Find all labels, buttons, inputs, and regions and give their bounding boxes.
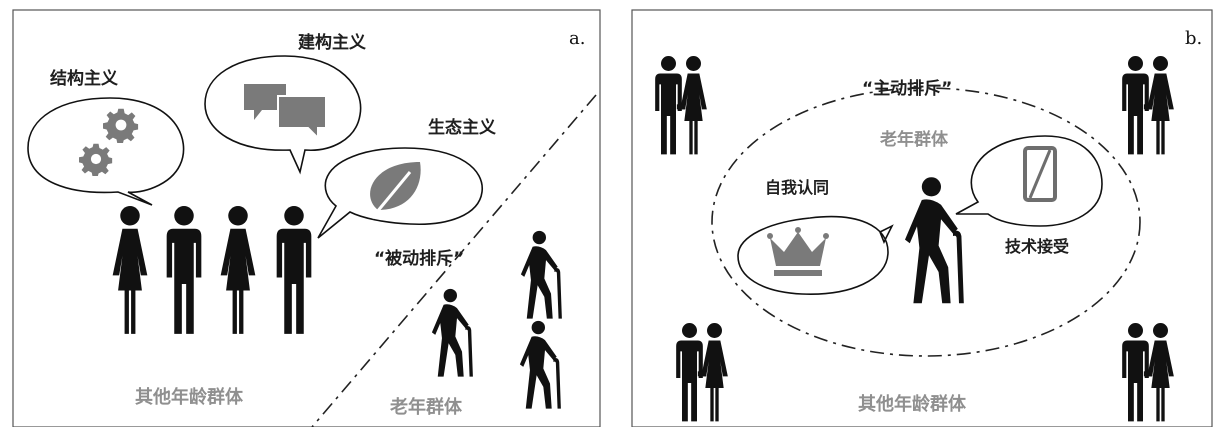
bubble-ecologism: 生态主义	[317, 117, 496, 239]
crossed-phone-icon	[1023, 146, 1057, 202]
elderly-group-boundary	[711, 87, 1141, 357]
label-other-age-groups-a: 其他年龄群体	[135, 386, 244, 408]
panel-a: a. 结构主义 建构主义 生态主义	[12, 9, 601, 427]
label-tech-acceptance: 技术接受	[1005, 237, 1069, 256]
label-other-age-groups-b: 其他年龄群体	[858, 393, 967, 415]
label-constructivism: 建构主义	[298, 32, 366, 53]
label-active-exclusion: “主动排斥”	[862, 78, 952, 99]
label-elderly-group-b: 老年群体	[879, 129, 949, 150]
label-self-identity: 自我认同	[765, 178, 829, 197]
label-ecologism: 生态主义	[428, 117, 496, 138]
bubble-constructivism: 建构主义	[204, 32, 366, 175]
panel-a-tag: a.	[569, 28, 585, 49]
crown-icon	[767, 227, 829, 276]
bubble-tech-acceptance: 技术接受	[955, 135, 1103, 256]
bubble-structuralism: 结构主义	[27, 68, 185, 206]
label-structuralism: 结构主义	[50, 68, 118, 89]
chat-bubbles-icon	[244, 84, 327, 141]
panel-b: b. “主动排斥” 老年群体 自我认同 技术接受	[631, 9, 1213, 427]
panel-b-tag: b.	[1185, 28, 1202, 49]
label-passive-exclusion: “被动排斥”	[374, 248, 464, 269]
bubble-self-identity: 自我认同	[737, 178, 894, 295]
label-elderly-group-a: 老年群体	[390, 396, 463, 418]
leaf-icon	[370, 162, 421, 219]
